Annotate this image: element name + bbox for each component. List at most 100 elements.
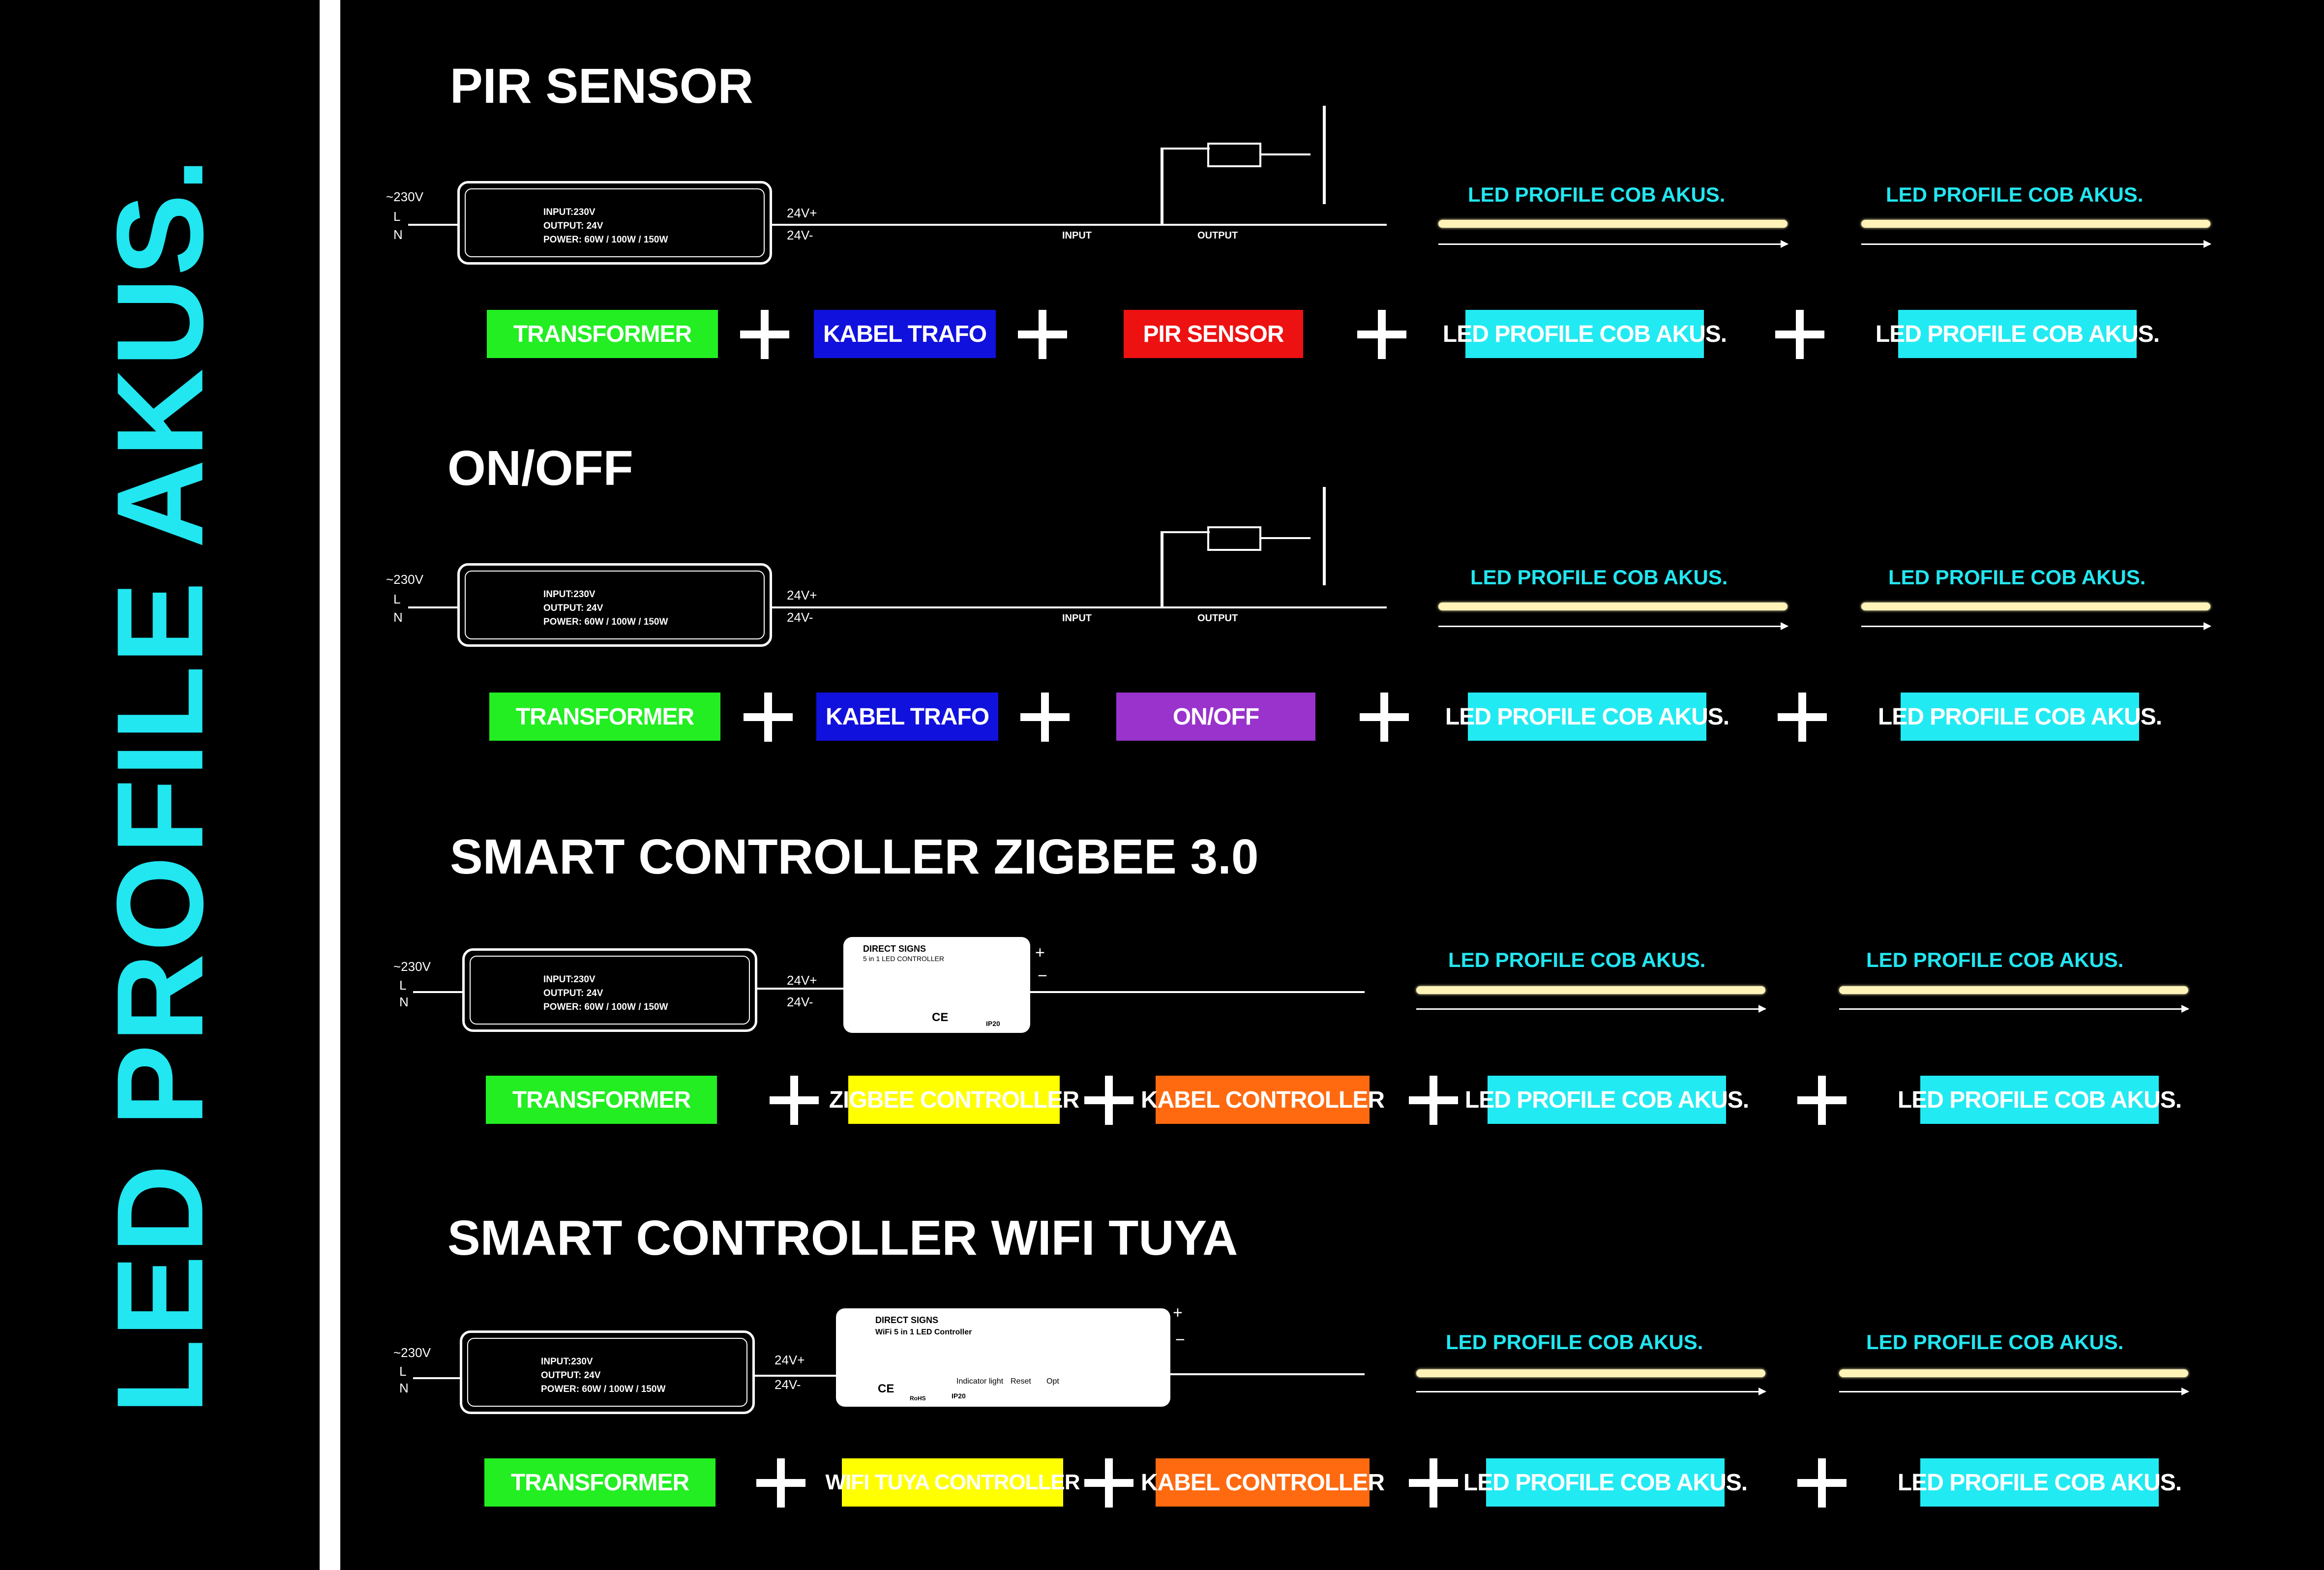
wall-line bbox=[1323, 487, 1326, 585]
mains-wire bbox=[413, 1377, 462, 1379]
length-arrow-1 bbox=[1438, 622, 1788, 630]
output-label: OUTPUT bbox=[1197, 230, 1238, 241]
box-led-profile: LED PROFILE COB AKUS. bbox=[1876, 310, 2160, 358]
l-label: L bbox=[393, 592, 401, 606]
trafo-input-text: INPUT:230V bbox=[543, 974, 596, 985]
vminus-label: 24V- bbox=[787, 995, 813, 1009]
led-strip-2 bbox=[1861, 220, 2210, 228]
controller-ce: CE bbox=[932, 1011, 949, 1024]
controller-output-wire bbox=[1170, 1373, 1365, 1375]
box-transformer: TRANSFORMER bbox=[487, 310, 718, 358]
output-label: OUTPUT bbox=[1197, 613, 1238, 624]
trafo-controller-wire bbox=[757, 988, 846, 990]
ac-label: ~230V bbox=[393, 1345, 431, 1360]
box-led-profile: LED PROFILE COB AKUS. bbox=[1443, 310, 1727, 358]
controller-name: WiFi 5 in 1 LED Controller bbox=[875, 1328, 972, 1336]
length-arrow-1 bbox=[1438, 240, 1788, 248]
ac-label: ~230V bbox=[386, 572, 423, 587]
box-led-profile: LED PROFILE COB AKUS. bbox=[1898, 1076, 2182, 1124]
length-arrow-2 bbox=[1839, 1388, 2189, 1395]
vminus-label: 24V- bbox=[787, 610, 813, 625]
section-title-zigbee: SMART CONTROLLER ZIGBEE 3.0 bbox=[450, 829, 1259, 884]
box-kabel-trafo: KABEL TRAFO bbox=[814, 310, 996, 358]
transformer-diagram: INPUT:230V OUTPUT: 24V POWER: 60W / 100W… bbox=[457, 181, 772, 265]
section-title-onoff: ON/OFF bbox=[447, 441, 633, 496]
controller-ip: IP20 bbox=[952, 1392, 966, 1400]
trafo-power-text: POWER: 60W / 100W / 150W bbox=[543, 1002, 668, 1012]
led-label-1: LED PROFILE COB AKUS. bbox=[1468, 183, 1726, 206]
controller-brand: DIRECT SIGNS bbox=[863, 944, 926, 954]
length-arrow-1 bbox=[1416, 1005, 1766, 1013]
trafo-power-text: POWER: 60W / 100W / 150W bbox=[543, 617, 668, 627]
sensor-wire-right bbox=[1261, 153, 1311, 155]
length-arrow-2 bbox=[1839, 1005, 2189, 1013]
led-strip-2 bbox=[1839, 986, 2188, 994]
led-label-2: LED PROFILE COB AKUS. bbox=[1866, 1330, 2124, 1354]
led-label-1: LED PROFILE COB AKUS. bbox=[1470, 566, 1728, 589]
switch-wire-left bbox=[1161, 531, 1163, 606]
l-label: L bbox=[393, 209, 401, 224]
pir-sensor-device bbox=[1207, 143, 1261, 167]
wifi-controller-device: DIRECT SIGNS WiFi 5 in 1 LED Controller … bbox=[836, 1308, 1170, 1407]
led-strip-2 bbox=[1839, 1369, 2188, 1377]
box-led-profile: LED PROFILE COB AKUS. bbox=[1463, 1458, 1748, 1507]
main-wire bbox=[772, 606, 1387, 608]
main-wire bbox=[772, 224, 1387, 226]
box-wifi-tuya-controller: WIFI TUYA CONTROLLER bbox=[826, 1458, 1080, 1507]
controller-indicator: Indicator light bbox=[956, 1377, 1004, 1386]
switch-wire-top bbox=[1161, 531, 1210, 533]
section-title-wifi: SMART CONTROLLER WIFI TUYA bbox=[447, 1210, 1238, 1266]
transformer-diagram: INPUT:230V OUTPUT: 24V POWER: 60W / 100W… bbox=[462, 948, 757, 1032]
led-strip-1 bbox=[1416, 1369, 1765, 1377]
side-title: LED PROFILE AKUS. bbox=[91, 155, 229, 1415]
box-led-profile: LED PROFILE COB AKUS. bbox=[1465, 1076, 1749, 1124]
side-title-panel: LED PROFILE AKUS. bbox=[0, 0, 320, 1570]
plus-icon bbox=[1020, 693, 1070, 742]
plus-icon bbox=[1775, 310, 1824, 359]
controller-output-wire bbox=[1030, 991, 1365, 993]
box-zigbee-controller: ZIGBEE CONTROLLER bbox=[829, 1076, 1079, 1124]
plus-icon bbox=[756, 1458, 805, 1508]
plus-icon bbox=[1084, 1076, 1133, 1125]
controller-ip: IP20 bbox=[986, 1020, 1000, 1027]
plus-icon bbox=[1797, 1076, 1847, 1125]
controller-ce: CE bbox=[878, 1382, 894, 1395]
controller-reset: Reset bbox=[1011, 1377, 1031, 1386]
ac-label: ~230V bbox=[386, 189, 423, 204]
n-label: N bbox=[399, 995, 409, 1009]
ac-label: ~230V bbox=[393, 959, 431, 974]
l-label: L bbox=[399, 978, 407, 993]
plus-icon bbox=[740, 310, 789, 359]
plus-icon bbox=[1778, 693, 1827, 742]
controller-opt: Opt bbox=[1046, 1377, 1059, 1386]
plus-icon bbox=[1409, 1458, 1458, 1508]
plus-icon bbox=[770, 1076, 819, 1125]
l-label: L bbox=[399, 1364, 407, 1379]
section-title-pir: PIR SENSOR bbox=[450, 59, 753, 114]
box-kabel-trafo: KABEL TRAFO bbox=[816, 693, 998, 741]
box-led-profile: LED PROFILE COB AKUS. bbox=[1878, 693, 2162, 741]
on-off-switch-device bbox=[1207, 526, 1261, 551]
led-label-2: LED PROFILE COB AKUS. bbox=[1886, 183, 2144, 206]
led-strip-1 bbox=[1416, 986, 1765, 994]
trafo-output-text: OUTPUT: 24V bbox=[541, 1370, 601, 1381]
box-transformer: TRANSFORMER bbox=[486, 1076, 717, 1124]
trafo-output-text: OUTPUT: 24V bbox=[543, 221, 603, 231]
controller-rohs: RoHS bbox=[910, 1395, 926, 1402]
box-kabel-controller: KABEL CONTROLLER bbox=[1141, 1458, 1385, 1507]
transformer-diagram: INPUT:230V OUTPUT: 24V POWER: 60W / 100W… bbox=[457, 563, 772, 647]
trafo-output-text: OUTPUT: 24V bbox=[543, 603, 603, 613]
plus-icon bbox=[744, 693, 793, 742]
vplus-label: 24V+ bbox=[787, 973, 817, 988]
sensor-wire-left bbox=[1161, 148, 1163, 224]
led-strip-1 bbox=[1438, 603, 1788, 610]
trafo-output-text: OUTPUT: 24V bbox=[543, 988, 603, 998]
trafo-input-text: INPUT:230V bbox=[543, 589, 596, 600]
transformer-diagram: INPUT:230V OUTPUT: 24V POWER: 60W / 100W… bbox=[460, 1330, 755, 1414]
wall-line bbox=[1323, 106, 1326, 204]
vminus-label: 24V- bbox=[775, 1377, 801, 1392]
plus-icon bbox=[1409, 1076, 1458, 1125]
divider-bar bbox=[320, 0, 340, 1570]
box-led-profile: LED PROFILE COB AKUS. bbox=[1445, 693, 1729, 741]
sensor-wire-top bbox=[1161, 148, 1210, 150]
